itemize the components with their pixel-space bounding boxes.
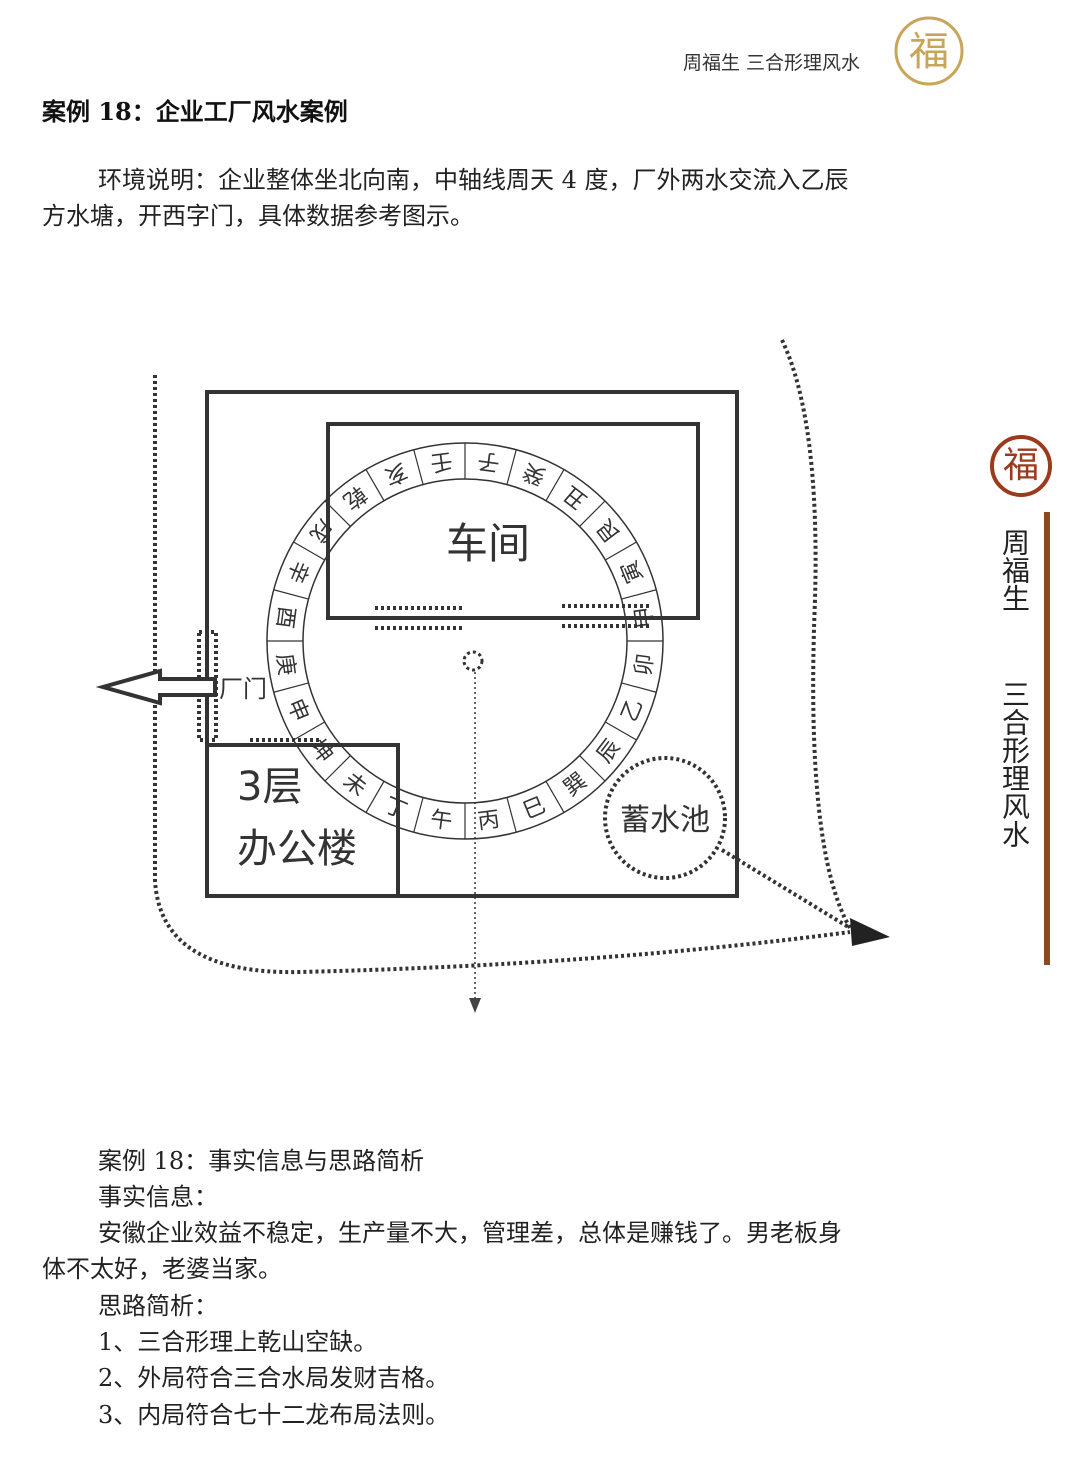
body-line: 安徽企业效益不稳定，生产量不大，管理差，总体是赚钱了。男老板身	[98, 1219, 842, 1247]
pond-outflow	[720, 848, 852, 930]
ring-divider	[413, 797, 424, 833]
gate-label: 厂门	[219, 675, 267, 703]
ring-label: 寅	[617, 557, 649, 587]
ring-divider	[365, 780, 385, 813]
site-boundary	[205, 390, 739, 898]
west-water-path	[153, 375, 851, 975]
ring-label: 丁	[381, 793, 411, 825]
sidebar-brand: 三合形理风水	[998, 680, 1031, 848]
center-point	[462, 650, 484, 672]
ring-divider	[545, 780, 565, 813]
side-seal-icon: 福	[990, 435, 1052, 497]
ring-divider	[413, 449, 424, 485]
sidebar-bar	[1044, 512, 1050, 965]
ring-label: 子	[476, 447, 501, 475]
sidebar-name: 周福生	[998, 528, 1031, 612]
header-text: 周福生 三合形理风水	[683, 52, 861, 74]
ring-divider	[324, 755, 351, 782]
outflow-arrowhead-icon	[850, 918, 890, 946]
ring-divider	[579, 755, 606, 782]
ring-label: 巳	[520, 793, 550, 825]
ring-divider	[604, 721, 637, 741]
pond-label: 蓄水池	[620, 803, 710, 838]
intro-line: 环境说明：企业整体坐北向南，中轴线周天 4 度，厂外两水交流入乙辰	[98, 166, 849, 194]
ring-label: 乙	[617, 696, 649, 726]
office-rect	[205, 743, 400, 898]
body-line: 1、三合形理上乾山空缺。	[98, 1328, 378, 1356]
ring-divider	[273, 682, 309, 693]
ring-divider	[324, 500, 351, 527]
ring-label: 甲	[631, 605, 659, 630]
svg-text:福: 福	[909, 29, 949, 75]
ring-divider	[621, 589, 657, 600]
office-label: 办公楼	[237, 826, 357, 872]
ring-label: 庚	[271, 652, 299, 677]
ring-label: 亥	[381, 458, 411, 490]
ring-divider	[293, 721, 326, 741]
ring-divider	[604, 541, 637, 561]
body-line: 体不太好，老婆当家。	[42, 1255, 282, 1283]
ring-divider	[365, 469, 385, 502]
ring-divider	[506, 797, 517, 833]
ring-divider	[506, 449, 517, 485]
pond-circle	[603, 756, 727, 880]
east-water-path	[780, 339, 852, 929]
case-title: 案例 18：企业工厂风水案例	[42, 97, 348, 126]
ring-divider	[579, 500, 606, 527]
ring-label: 午	[429, 807, 454, 835]
gate-dotted	[197, 630, 218, 742]
ring-label: 壬	[429, 447, 454, 475]
fu-logo-icon: 福	[894, 16, 964, 86]
body-line: 案例 18：事实信息与思路简析	[98, 1147, 425, 1175]
axis-arrowhead-icon	[469, 998, 481, 1013]
body-line: 思路简析：	[98, 1292, 218, 1320]
ring-divider	[273, 589, 309, 600]
ring-divider	[621, 682, 657, 693]
ring-label: 申	[282, 696, 314, 726]
gate-arrow-icon	[95, 668, 217, 706]
ring-divider	[293, 541, 326, 561]
intro-line: 方水塘，开西字门，具体数据参考图示。	[42, 202, 474, 230]
body-line: 3、内局符合七十二龙布局法则。	[98, 1401, 450, 1429]
ring-label: 辛	[282, 557, 314, 587]
workshop-label: 车间	[446, 519, 530, 568]
ring-divider	[545, 469, 565, 502]
ring-label: 酉	[271, 605, 299, 630]
ring-label: 卯	[631, 652, 659, 677]
office-label: 3层	[237, 764, 302, 810]
body-line: 事实信息：	[98, 1183, 218, 1211]
body-line: 2、外局符合三合水局发财吉格。	[98, 1364, 450, 1392]
ring-label: 丙	[476, 807, 501, 835]
workshop-rect	[326, 422, 700, 620]
ring-label: 癸	[520, 458, 550, 490]
dotted-wall	[250, 604, 650, 742]
